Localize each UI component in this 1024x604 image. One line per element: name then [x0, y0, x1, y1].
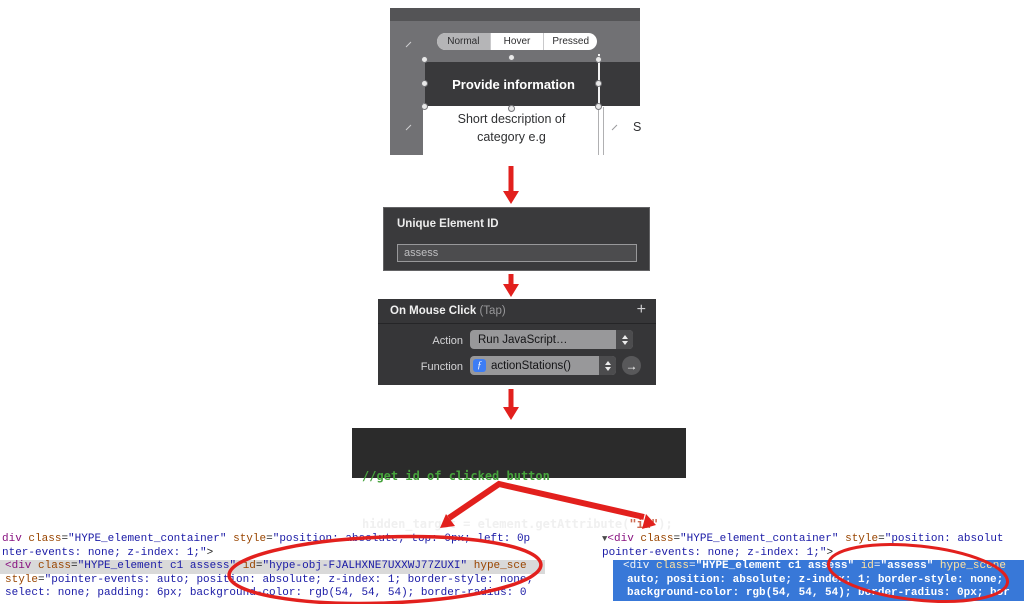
selection-handle[interactable]: [595, 103, 602, 110]
tab-pressed[interactable]: Pressed: [552, 36, 590, 47]
selection-handle[interactable]: [508, 105, 515, 112]
on-mouse-click-title: On Mouse Click (Tap): [390, 305, 506, 317]
add-action-button[interactable]: +: [636, 301, 646, 318]
dom-tree-line[interactable]: <div class="HYPE_element c1 assess" id="…: [0, 560, 545, 574]
dom-tree-line[interactable]: div class="HYPE_element_container" style…: [2, 533, 531, 545]
dom-inspector-left: div class="HYPE_element_container" style…: [0, 533, 545, 601]
selection-handle[interactable]: [595, 80, 602, 87]
js-code-line: hidden_target = element.getAttribute("id…: [362, 517, 673, 531]
corner-mark: [405, 124, 412, 131]
dom-tree-line[interactable]: style="pointer-events: auto; position: a…: [5, 573, 534, 586]
selection-handle[interactable]: [421, 80, 428, 87]
actions-header: On Mouse Click (Tap) +: [378, 299, 656, 324]
function-dropdown-value: actionStations(): [491, 359, 571, 372]
edit-function-button[interactable]: →: [622, 356, 641, 375]
scene-guide-line: [603, 107, 604, 155]
actions-inspector-panel: On Mouse Click (Tap) + Action Run JavaSc…: [378, 299, 656, 385]
dom-tree-line[interactable]: select: none; padding: 6px; background-c…: [5, 587, 527, 599]
hype-editor-panel: Normal Hover Pressed Provide information…: [390, 8, 642, 155]
unique-element-id-label: Unique Element ID: [397, 218, 499, 230]
selection-handle[interactable]: [421, 56, 428, 63]
stepper-icon[interactable]: [616, 330, 633, 349]
tab-normal[interactable]: Normal: [437, 33, 491, 50]
identity-inspector-panel: Unique Element ID: [383, 207, 650, 271]
flow-arrow-down-2: [503, 274, 519, 297]
dom-tree-line[interactable]: ▼<div class="HYPE_element_container" sty…: [602, 533, 1004, 545]
tap-suffix: (Tap): [476, 305, 506, 317]
provide-information-label: Provide information: [452, 76, 575, 92]
js-comment-line: //get id of clicked button: [362, 469, 550, 483]
editor-top-strip: [390, 8, 640, 21]
chevron-up-icon: [621, 334, 628, 339]
stepper-icon[interactable]: [599, 356, 616, 375]
selection-handle[interactable]: [421, 103, 428, 110]
dom-tree-line[interactable]: <div class="HYPE_element c1 assess" id="…: [613, 560, 1024, 574]
chevron-down-icon: [604, 366, 611, 371]
corner-mark: [405, 41, 412, 48]
function-row-label: Function: [420, 361, 463, 373]
unique-element-id-input[interactable]: [397, 244, 637, 262]
dom-inspector-right: ▼<div class="HYPE_element_container" sty…: [600, 533, 1024, 601]
action-dropdown[interactable]: Run JavaScript…: [470, 330, 633, 349]
dom-tree-line[interactable]: auto; position: absolute; z-index: 1; bo…: [613, 573, 1024, 587]
chevron-down-icon: [621, 340, 628, 345]
provide-information-button[interactable]: Provide information: [425, 62, 640, 106]
chevron-up-icon: [604, 360, 611, 365]
action-dropdown-value: Run JavaScript…: [478, 333, 568, 346]
flow-arrow-down-1: [503, 166, 519, 204]
javascript-snippet-panel: //get id of clicked button hidden_target…: [352, 428, 686, 531]
neighbor-element-partial-text: S: [633, 120, 642, 134]
selection-handle[interactable]: [595, 56, 602, 63]
action-row-label: Action: [432, 335, 463, 347]
js-string-literal: "id": [629, 517, 659, 531]
right-arrow-icon: →: [625, 358, 638, 373]
flow-arrow-down-3: [503, 389, 519, 420]
function-dropdown[interactable]: ƒ actionStations(): [470, 356, 616, 375]
scene-guide-line: [598, 107, 599, 155]
button-description-text: Short description of category e.g: [457, 112, 566, 144]
button-state-segmented-control: Normal Hover Pressed: [437, 33, 597, 50]
tab-hover[interactable]: Hover: [491, 33, 545, 50]
dom-tree-line[interactable]: nter-events: none; z-index: 1;">: [2, 546, 214, 559]
dom-tree-line[interactable]: background-color: rgb(54, 54, 54); borde…: [613, 587, 1024, 601]
javascript-function-icon: ƒ: [473, 359, 486, 372]
dom-tree-line[interactable]: pointer-events: none; z-index: 1;">: [602, 546, 834, 559]
selection-handle[interactable]: [508, 54, 515, 61]
